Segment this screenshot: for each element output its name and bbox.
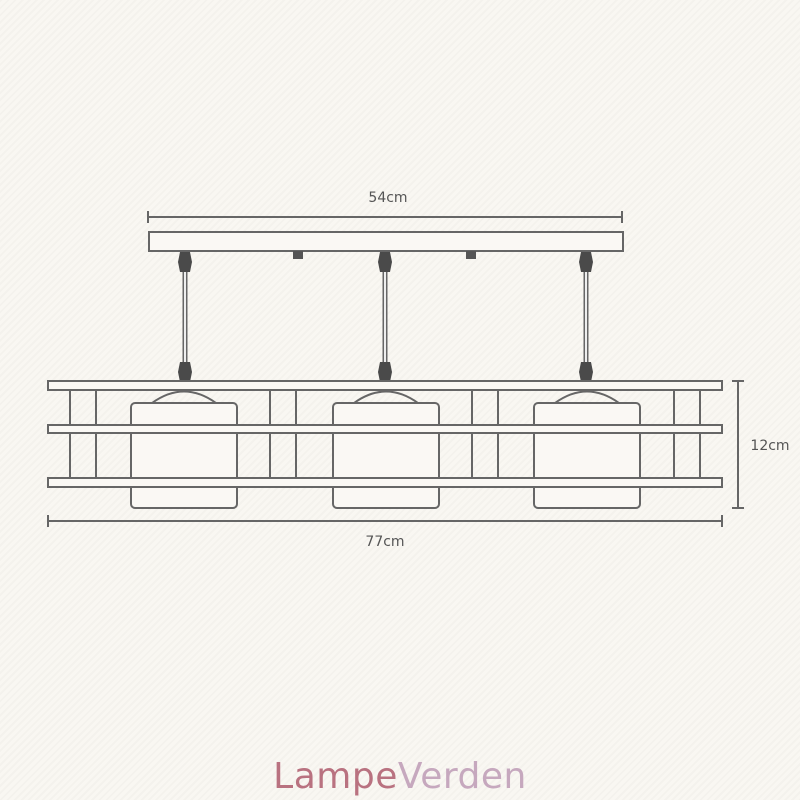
frame-rail [47, 380, 723, 391]
logo-part2: Verden [397, 756, 527, 797]
label-total-width: 77cm [365, 534, 405, 550]
logo-part1: Lampe [273, 756, 398, 797]
shade-dome [353, 390, 419, 404]
lamp-shade [533, 402, 641, 509]
canopy [148, 231, 624, 252]
dim-line-54 [147, 211, 623, 223]
frame-rail [47, 477, 723, 488]
top-connector [378, 252, 392, 272]
bottom-connector [378, 362, 392, 382]
canopy-bracket [466, 251, 476, 259]
brand-logo: LampeVerden [273, 756, 527, 797]
lamp-shade [332, 402, 440, 509]
dim-line-12 [732, 380, 744, 509]
top-connector [178, 252, 192, 272]
shade-dome [554, 390, 620, 404]
label-canopy-width: 54cm [368, 190, 408, 206]
bottom-connector [178, 362, 192, 382]
lamp-shade [130, 402, 238, 509]
canopy-bracket [293, 251, 303, 259]
label-height: 12cm [750, 438, 790, 454]
shade-dome [151, 390, 217, 404]
top-connector [579, 252, 593, 272]
frame-rail [47, 424, 723, 434]
dim-line-77 [47, 515, 723, 527]
bottom-connector [579, 362, 593, 382]
